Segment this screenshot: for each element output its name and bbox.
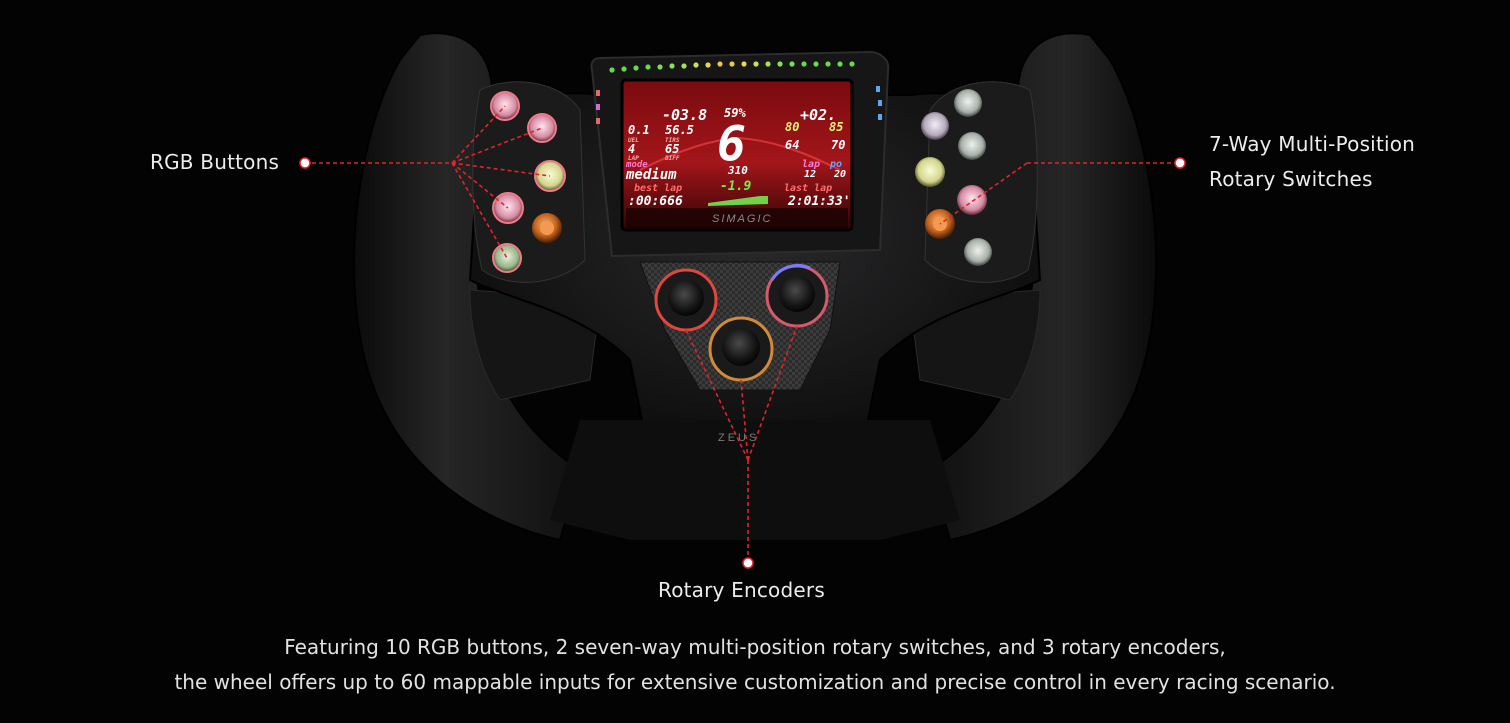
dash-last-lap: 2:01:33' <box>787 194 851 209</box>
dash-pos-label: po <box>829 159 842 170</box>
dash-lap-label: LAP <box>628 155 639 162</box>
dash-speed: 310 <box>727 164 748 177</box>
label-rgb-buttons: RGB Buttons <box>150 150 280 174</box>
dash-best-lap: :00:666 <box>628 194 683 209</box>
dash-tyre-label: TIRS <box>665 137 680 144</box>
rotary-encoder[interactable] <box>779 276 815 312</box>
dash-lap-val: 4 <box>628 142 635 156</box>
dash-best-lap-label: best lap <box>634 183 682 194</box>
callout-dot <box>1174 157 1186 169</box>
rgb-button[interactable] <box>957 185 987 215</box>
label-rotary-switches-line1: 7-Way Multi-Position <box>1209 132 1416 156</box>
dash-tyre: 56.5 <box>665 123 694 137</box>
dash-diff-val: 65 <box>665 142 679 156</box>
dash-mode-label: mode <box>625 160 648 170</box>
dash-last-lap-label: last lap <box>784 183 832 194</box>
wheel-bottom <box>550 420 960 540</box>
callout-rgb-buttons <box>305 105 551 259</box>
caption-line-2: the wheel offers up to 60 mappable input… <box>174 670 1336 694</box>
dash-lap-num: 12 <box>804 169 816 180</box>
rgb-button[interactable] <box>964 238 992 266</box>
dash-diff-label: DIFF <box>664 155 680 162</box>
rgb-button[interactable] <box>921 112 949 140</box>
rgb-button[interactable] <box>492 243 522 273</box>
rgb-button[interactable] <box>954 89 982 117</box>
dash-fuel: 0.1 <box>628 123 650 137</box>
left-button-pod <box>472 81 586 283</box>
rgb-button[interactable] <box>915 157 945 187</box>
callout-dot <box>299 157 311 169</box>
shift-lights <box>596 61 882 124</box>
callout-rotary-encoders <box>685 325 798 562</box>
product-mark: ZEUS <box>718 432 759 444</box>
dash-val-85: 85 <box>829 120 843 134</box>
rotary-encoder[interactable] <box>668 280 704 316</box>
dash-pos-num: 20 <box>833 169 846 180</box>
dash-delta-bar <box>708 196 768 206</box>
dash-mode-value: medium <box>625 167 677 183</box>
rotary-switch-left-cap <box>540 221 554 235</box>
dash-delta-mid: -1.9 <box>720 179 751 194</box>
dash-fuel-label: UEL <box>628 137 639 144</box>
rgb-button[interactable] <box>527 113 557 143</box>
dash-percent: 59% <box>724 106 746 120</box>
label-rotary-switches-line2: Rotary Switches <box>1209 167 1373 191</box>
label-rotary-switches: 7-Way Multi-Position Rotary Switches <box>1209 127 1489 197</box>
caption-line-1: Featuring 10 RGB buttons, 2 seven-way mu… <box>284 635 1226 659</box>
dash-delta-right: +02. <box>800 106 836 124</box>
dash-val-70: 70 <box>831 138 845 152</box>
label-rotary-encoders: Rotary Encoders <box>658 578 825 602</box>
callout-rotary-switches <box>939 162 1178 225</box>
dash-brand: SIMAGIC <box>712 213 772 225</box>
rotary-encoder[interactable] <box>722 328 760 366</box>
dash-delta-left: -03.8 <box>662 106 707 124</box>
dashboard-screen <box>620 78 854 232</box>
dash-val-64: 64 <box>785 138 799 152</box>
dash-val-80: 80 <box>785 120 799 134</box>
callout-dot <box>742 557 754 569</box>
rgb-button[interactable] <box>958 132 986 160</box>
dash-gear: 6 <box>717 116 746 172</box>
right-button-pod <box>924 81 1038 283</box>
dash-lap-label2: lap <box>802 159 820 170</box>
